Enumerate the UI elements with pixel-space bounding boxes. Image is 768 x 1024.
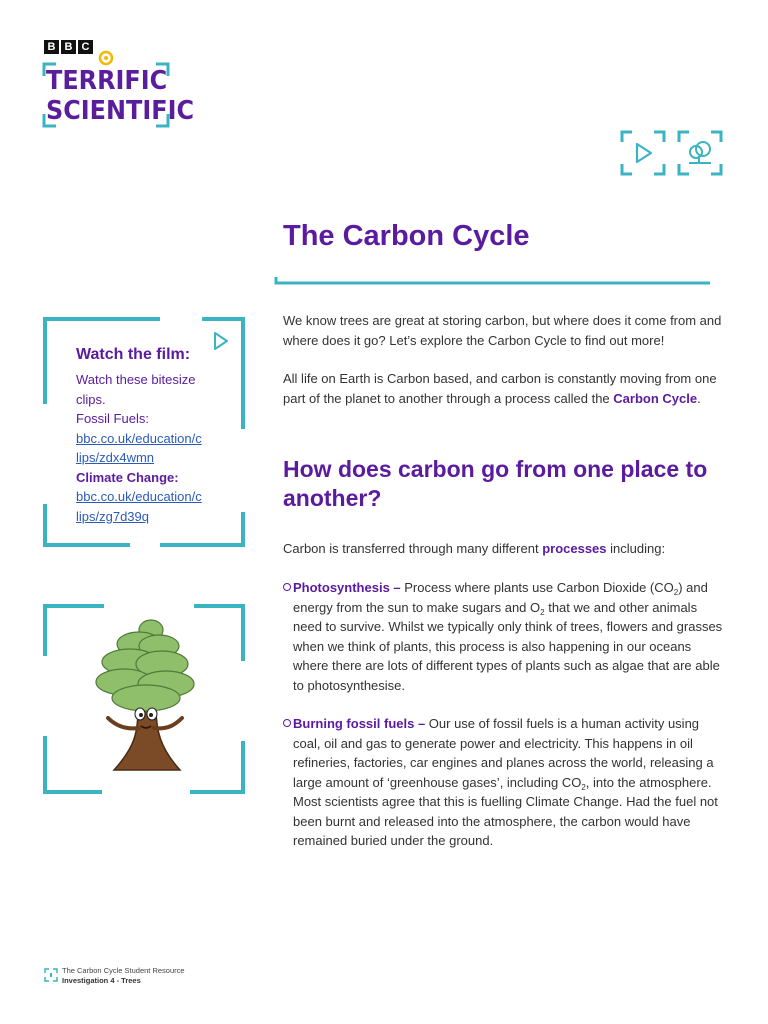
tree-image-frame	[43, 604, 245, 794]
photosynthesis-term: Photosynthesis –	[293, 580, 401, 595]
section-heading: How does carbon go from one place to ano…	[283, 456, 708, 511]
fossil-fuels-link[interactable]: bbc.co.uk/education/clips/zdx4wmn	[76, 430, 202, 466]
title-underline	[274, 277, 710, 285]
bbc-letter: B	[44, 40, 59, 54]
fossil-fuels-label: Fossil Fuels:	[76, 411, 149, 426]
intro-paragraph-2: All life on Earth is Carbon based, and c…	[283, 369, 723, 408]
fossil-fuels-term: Burning fossil fuels –	[293, 716, 426, 731]
footer-frame-icon	[44, 968, 58, 982]
tree-icon[interactable]	[677, 130, 723, 176]
film-box: Watch the film: Watch these bitesize cli…	[76, 344, 226, 526]
intro-paragraph-1: We know trees are great at storing carbo…	[283, 313, 722, 348]
film-heading: Watch the film:	[76, 346, 191, 363]
bullet-photosynthesis-text: Photosynthesis – Process where plants us…	[293, 578, 723, 695]
photosynthesis-text-1: Process where plants use Carbon Dioxide …	[400, 580, 674, 595]
climate-change-label: Climate Change:	[76, 469, 179, 485]
logo-line1: TERRIFIC	[46, 66, 168, 96]
bullet-fossil-fuels: Burning fossil fuels – Our use of fossil…	[283, 714, 723, 851]
transfer-text: Carbon is transferred through many diffe…	[283, 541, 543, 556]
logo-sun-icon	[98, 50, 114, 66]
tree-character-illustration	[95, 619, 195, 771]
transfer-end: including:	[606, 541, 666, 556]
play-icon[interactable]	[620, 130, 666, 176]
bbc-letter: C	[78, 40, 93, 54]
photosynthesis-text-2: ) and energy from the sun to make sugars…	[293, 580, 708, 615]
logo-line2: SCIENTIFIC	[46, 96, 195, 126]
transfer-paragraph: Carbon is transferred through many diffe…	[283, 539, 723, 559]
logo-frame-decoration	[42, 62, 170, 128]
processes-term: processes	[542, 541, 607, 556]
footer-resource-title: The Carbon Cycle Student Resource	[62, 966, 185, 975]
carbon-cycle-term: Carbon Cycle	[613, 390, 698, 406]
page-title: The Carbon Cycle	[283, 220, 530, 252]
bullet-dot-icon	[283, 583, 291, 591]
photosynthesis-text-3: that we and other animals need to surviv…	[293, 599, 723, 693]
climate-change-link[interactable]: bbc.co.uk/education/clips/zg7d39q	[76, 489, 202, 524]
bullet-dot-icon	[283, 719, 291, 727]
footer-investigation: Investigation 4 - Trees	[62, 975, 141, 985]
intro-p2-end: .	[697, 390, 701, 406]
bullet-fossil-text: Burning fossil fuels – Our use of fossil…	[293, 714, 723, 851]
bbc-letter: B	[61, 40, 76, 54]
fossil-text-2: , into the atmosphere. Most scientists a…	[293, 774, 718, 849]
film-play-icon[interactable]	[212, 331, 230, 351]
subscript: 2	[673, 588, 679, 597]
intro-p2-text: All life on Earth is Carbon based, and c…	[283, 371, 717, 406]
subscript: 2	[540, 607, 545, 617]
footer: The Carbon Cycle Student Resource Invest…	[62, 966, 185, 985]
film-box-frame	[43, 317, 245, 547]
fossil-text-1: Our use of fossil fuels is a human activ…	[293, 716, 714, 790]
subscript: 2	[581, 782, 586, 792]
film-intro: Watch these bitesize clips.	[76, 372, 196, 407]
logo-wordmark: TERRIFIC SCIENTIFIC	[46, 66, 194, 126]
bbc-logo: B B C	[44, 40, 93, 54]
bullet-photosynthesis: Photosynthesis – Process where plants us…	[283, 578, 723, 695]
